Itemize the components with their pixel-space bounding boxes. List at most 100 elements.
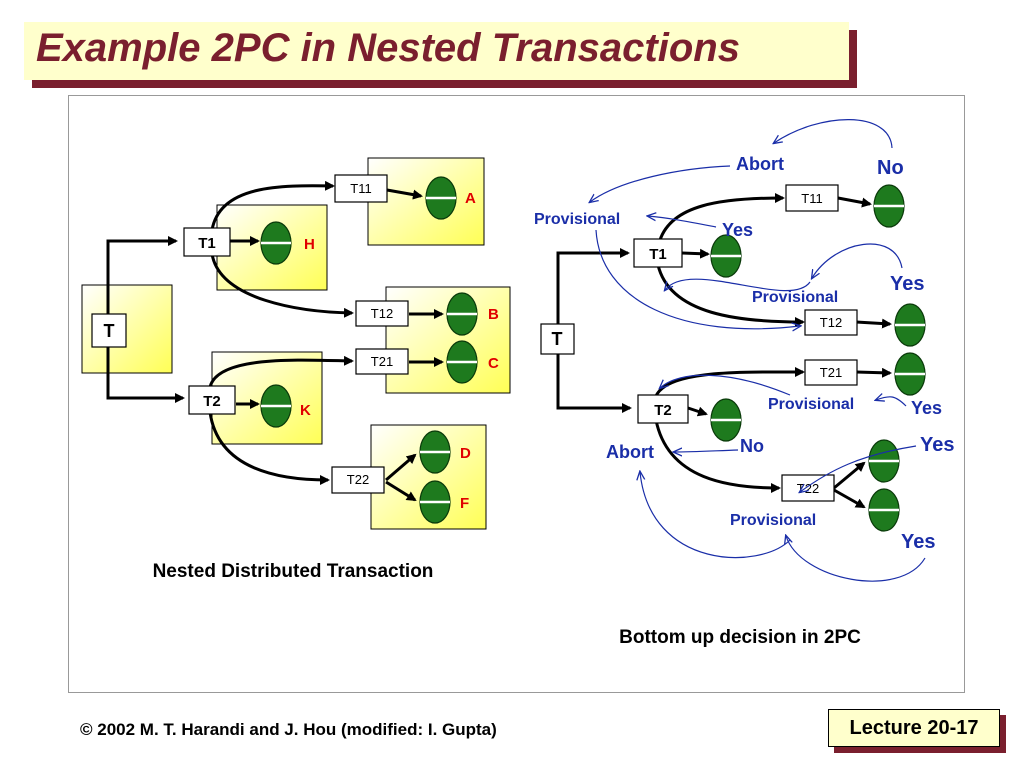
edge-rT22-serverB [833,488,866,509]
edge-rT-T1 [556,248,630,325]
label-abort-t2: Abort [606,442,654,462]
label-no-t2: No [740,436,764,456]
label-no-top: No [877,157,904,179]
node-T21: T21 [355,348,409,375]
rnode-T: T [540,323,575,355]
rserver-T22b [868,488,900,532]
rserver-T21 [894,352,926,396]
left-diagram: T T1 T2 T11 T12 T21 T22 H [81,157,511,582]
svg-text:A: A [465,190,476,207]
svg-text:T11: T11 [801,191,822,206]
svg-text:T11: T11 [350,181,371,196]
left-caption: Nested Distributed Transaction [153,561,434,582]
label-yes-t1: Yes [722,220,753,240]
edge-rT2-T22 [654,419,781,493]
svg-text:T21: T21 [371,354,393,369]
arrow-yes-to-provisional-t12 [812,243,903,278]
svg-text:T12: T12 [371,306,393,321]
server-C: C [446,340,499,384]
label-yes-t12: Yes [890,273,924,295]
vote-arrows [590,119,926,582]
edge-rT1-server [681,248,710,259]
right-diagram: T T1 T2 T11 T12 T21 T22 [534,119,954,648]
edge-T22-D [385,453,417,482]
label-provisional-t22: Provisional [730,512,816,529]
edge-rT21-server [855,367,892,378]
arrow-provisional-to-T2 [660,374,791,396]
rserver-T12 [894,303,926,347]
svg-text:T12: T12 [820,315,842,330]
rnode-T11: T11 [785,184,839,212]
arrow-no-to-abort-t2 [674,450,739,452]
edge-T1-T11 [210,180,335,231]
rserver-T2 [710,398,742,442]
node-T11: T11 [334,174,388,203]
edge-T-T1 [106,236,178,330]
arrow-no-to-abort [774,119,893,149]
arrow-provisional-to-T12 [595,229,800,329]
edge-rT11-server [837,196,872,208]
label-abort-top: Abort [736,154,784,174]
slide-title: Example 2PC in Nested Transactions [36,26,740,70]
arrow-yes-to-T22 [800,445,917,492]
arrow-yes-to-provisional-t21 [876,397,907,407]
label-yes-t21: Yes [911,398,942,418]
edge-T2-T22 [208,411,330,485]
node-T1: T1 [183,227,231,257]
arrow-yes-to-provisional-t22 [786,536,926,582]
svg-text:B: B [488,306,499,323]
svg-text:T1: T1 [649,246,667,263]
server-D: D [419,430,471,474]
server-A: A [425,176,476,220]
server-B: B [446,292,499,336]
svg-text:T2: T2 [203,393,221,410]
svg-text:H: H [304,236,315,253]
rnode-T2: T2 [637,394,689,424]
server-F: F [419,480,469,524]
edge-rT1-T12 [656,264,805,327]
rnode-T1: T1 [633,238,683,268]
edge-T22-F [385,480,417,502]
arrow-yes-to-provisional [648,216,717,228]
svg-text:T1: T1 [198,235,216,252]
edge-T-T2 [106,345,185,403]
svg-text:K: K [300,402,311,419]
label-provisional-t1: Provisional [534,211,620,228]
node-T12: T12 [355,300,409,327]
edge-rT2-server [687,406,708,417]
label-yes-t22b: Yes [901,531,935,553]
label-yes-t22a: Yes [920,434,954,456]
copyright-footer: © 2002 M. T. Harandi and J. Hou (modifie… [80,720,497,739]
label-provisional-t21: Provisional [768,396,854,413]
svg-text:T22: T22 [347,472,369,487]
edge-rT12-server [855,318,892,329]
label-provisional-t12: Provisional [752,289,838,306]
rnode-T21: T21 [804,359,858,386]
svg-text:F: F [460,495,469,512]
arrow-abort-to-provisional [590,165,731,202]
server-K: K [260,384,311,428]
edge-rT2-T21 [654,366,805,397]
svg-text:D: D [460,445,471,462]
right-caption: Bottom up decision in 2PC [619,627,861,648]
node-T22: T22 [331,466,385,494]
server-H: H [260,221,315,265]
rnode-T12: T12 [804,309,858,336]
title-box [24,22,849,80]
arrow-provisional-to-T1 [665,278,811,290]
node-T2: T2 [188,385,236,415]
rnode-T22: T22 [781,474,835,502]
edge-rT22-serverA [833,461,866,490]
arrow-provisional-to-abort [640,472,791,559]
svg-text:T: T [552,329,563,349]
edge-T2-T21 [208,355,354,388]
svg-text:T22: T22 [797,481,819,496]
lecture-number: Lecture 20-17 [828,709,1000,747]
edge-rT1-T11 [658,193,785,241]
svg-text:T21: T21 [820,365,842,380]
svg-text:T2: T2 [654,402,672,419]
edge-T11-A [386,188,423,200]
edge-rT-T2 [556,352,632,413]
rserver-T22a [868,439,900,483]
